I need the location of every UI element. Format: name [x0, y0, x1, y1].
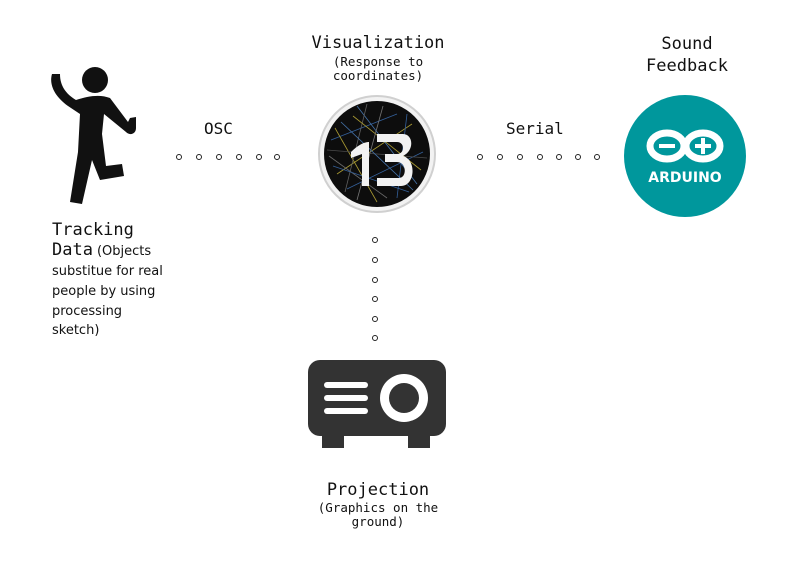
tracking-title-line2: Data [52, 240, 93, 260]
connector-dot [176, 154, 182, 160]
person-running-icon [51, 67, 136, 204]
arduino-logo-text: ARDUINO [648, 170, 722, 186]
connector-dot [216, 154, 222, 160]
tracking-detail-line1: (Objects [96, 244, 152, 259]
connector-dot [236, 154, 242, 160]
connector-dot [497, 154, 503, 160]
osc-edge-label: OSC [204, 119, 233, 138]
projector-icon [308, 360, 446, 448]
connector-dot [372, 335, 378, 341]
connector-dot [372, 277, 378, 283]
processing-p3-logo-icon [318, 95, 436, 213]
serial-edge-label: Serial [506, 119, 564, 138]
tracking-detail-line3: people by using [52, 284, 156, 299]
arduino-logo-icon: ARDUINO [624, 95, 746, 217]
connector-dot [372, 316, 378, 322]
tracking-detail-line5: sketch) [52, 323, 100, 338]
connector-dot [594, 154, 600, 160]
connector-dot [372, 296, 378, 302]
connector-dot [575, 154, 581, 160]
sound-title-line1: Sound [661, 34, 713, 54]
visualization-subtitle-line2: coordinates) [332, 68, 424, 83]
tracking-detail-line2: substitue for real [52, 264, 163, 279]
connector-dot [256, 154, 262, 160]
tracking-title-line2-row: Data (Objects [52, 240, 151, 262]
projection-title: Projection [326, 480, 430, 500]
connector-dot [517, 154, 523, 160]
tracking-title-line1: Tracking [52, 220, 134, 240]
projection-subtitle-line1: (Graphics on the [317, 500, 439, 515]
sound-title-line2: Feedback [646, 56, 728, 76]
connector-dot [196, 154, 202, 160]
connector-dot [372, 257, 378, 263]
visualization-subtitle-line1: (Response to [332, 54, 424, 69]
projection-subtitle-line2: ground) [351, 514, 405, 529]
connector-dot [556, 154, 562, 160]
visualization-title: Visualization [311, 33, 445, 53]
connector-dot [537, 154, 543, 160]
connector-dot [477, 154, 483, 160]
tracking-detail-line4: processing [52, 304, 123, 319]
connector-dot [372, 237, 378, 243]
connector-dot [274, 154, 280, 160]
